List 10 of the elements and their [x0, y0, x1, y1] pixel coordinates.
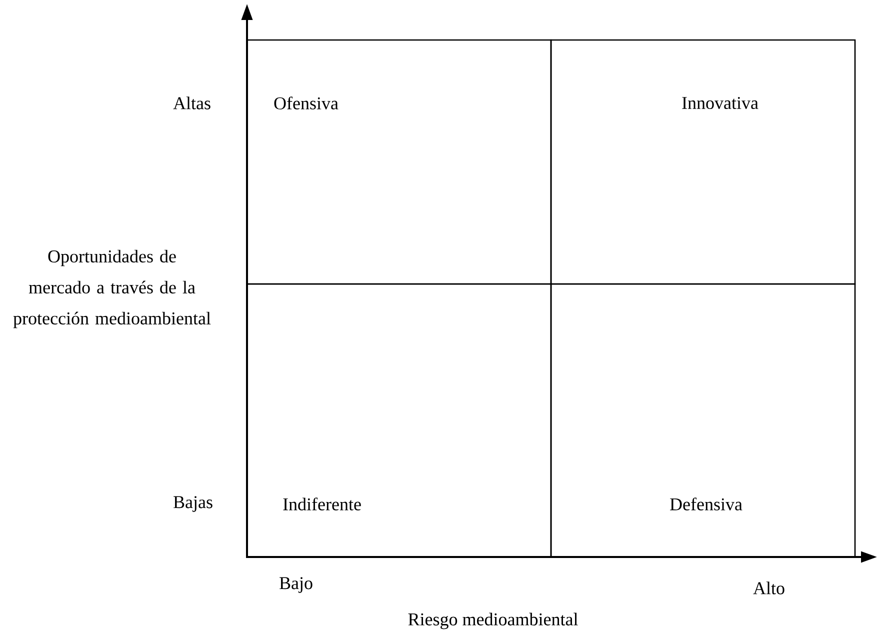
axis-title: Riesgo medioambiental	[408, 612, 578, 630]
axis-label: Altas	[173, 96, 210, 110]
quadrant-box: Ofensiva	[246, 39, 552, 285]
quadrant-box: Defensiva	[550, 283, 856, 558]
quadrant-box: Innovativa	[550, 39, 856, 285]
axis-label: Alto	[753, 582, 784, 594]
axis-title: Oportunidades de mercado a través de la protección medioambiental	[13, 250, 211, 328]
axis-label: Bajo	[280, 577, 312, 593]
quadrant-box: Indiferente	[246, 283, 552, 558]
axis-label: Bajas	[174, 496, 212, 512]
